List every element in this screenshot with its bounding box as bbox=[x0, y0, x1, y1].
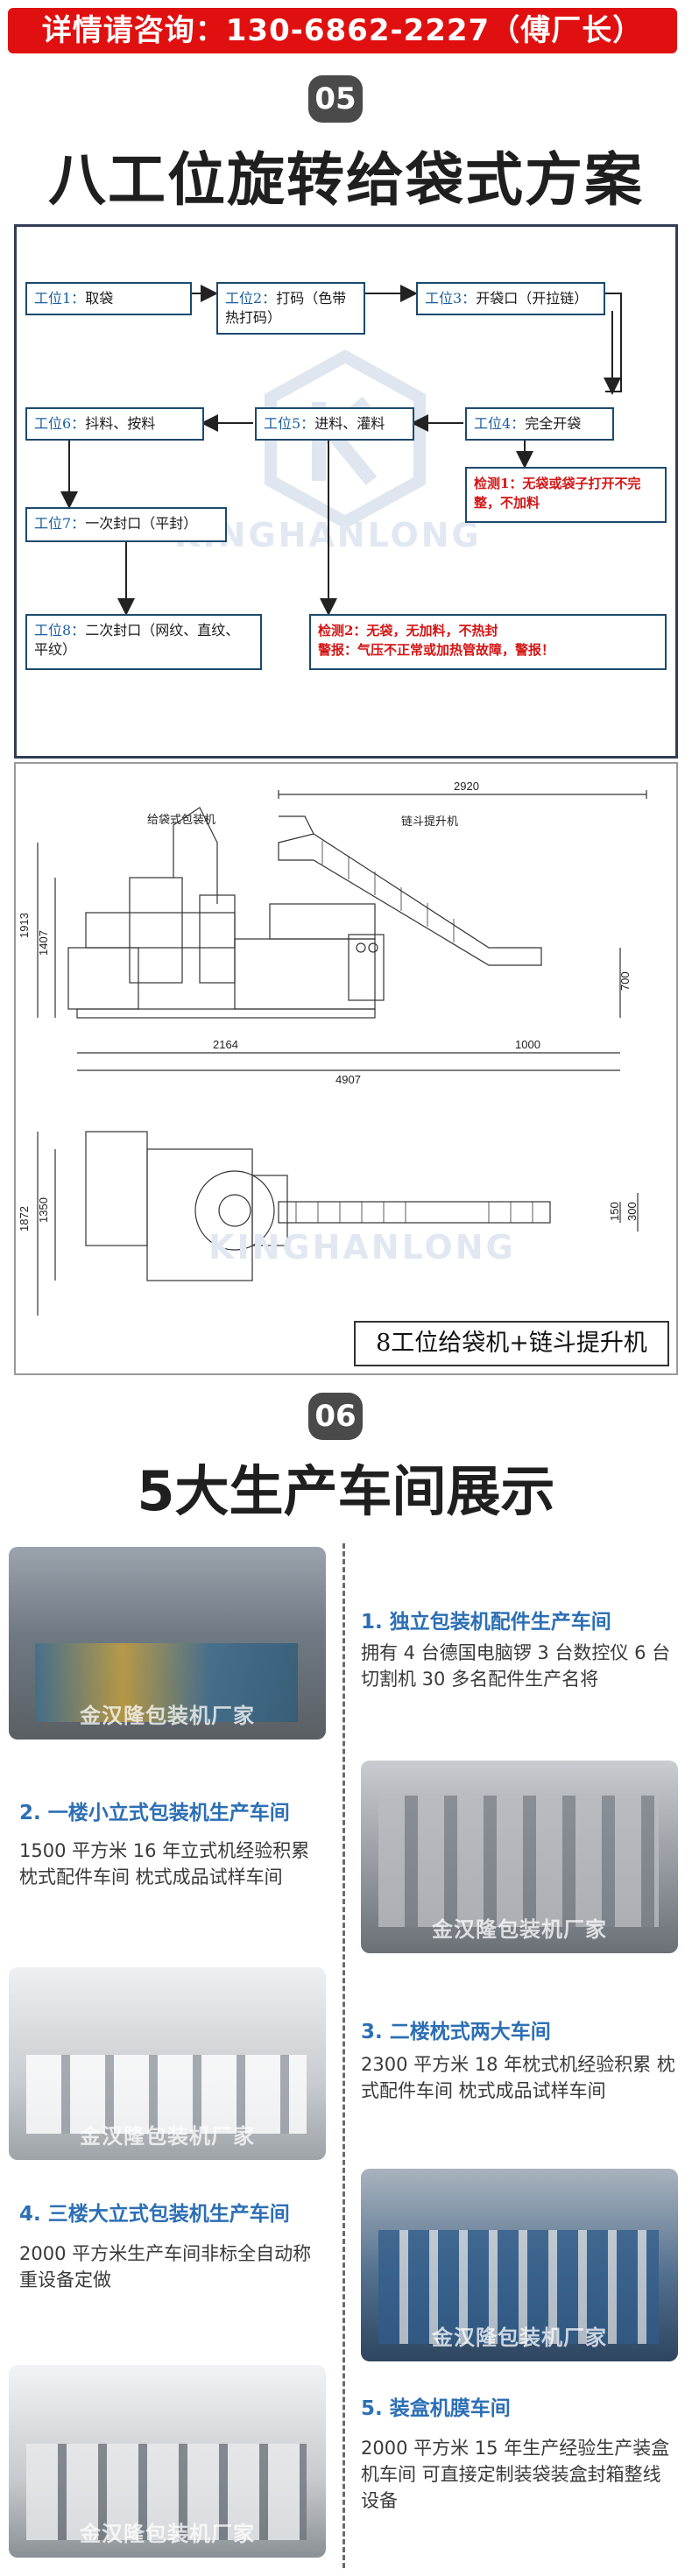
machine-layout-drawing: 给袋式包装机 链斗提升机 2920 1913 1407 700 2164 100… bbox=[14, 762, 678, 1375]
workshop-title-3: 3. 二楼枕式两大车间 bbox=[361, 2021, 551, 2043]
station-3-box: 工位3：开袋口（开拉链） bbox=[416, 282, 605, 315]
station-7-box: 工位7：一次封口（平封） bbox=[25, 507, 227, 542]
dim-4907: 4907 bbox=[335, 1073, 361, 1086]
station-4-box: 工位4：完全开袋 bbox=[465, 407, 614, 441]
workshop-photo-1: 金汉隆包装机厂家 bbox=[9, 1547, 326, 1740]
station-6-box: 工位6：抖料、按料 bbox=[25, 407, 204, 441]
section-title-rotary-bag: 八工位旋转给袋式方案 bbox=[48, 146, 644, 214]
dim-300: 300 bbox=[625, 1202, 639, 1221]
workshop-desc-2: 1500 平方米 16 年立式机经验积累枕式配件车间 枕式成品试样车间 bbox=[19, 1840, 310, 1888]
dim-150: 150 bbox=[608, 1202, 621, 1221]
workshop-desc-3: 2300 平方米 18 年枕式机经验积累 枕式配件车间 枕式成品试样车间 bbox=[361, 2054, 675, 2101]
station-1-box: 工位1：取袋 bbox=[25, 282, 192, 315]
dim-1000: 1000 bbox=[515, 1038, 540, 1051]
detection-1-box: 检测1：无袋或袋子打开不完整，不加料 bbox=[465, 467, 667, 523]
dim-1913: 1913 bbox=[18, 913, 31, 938]
workshop-title-1: 1. 独立包装机配件生产车间 bbox=[361, 1611, 611, 1634]
workshop-photo-2: 金汉隆包装机厂家 bbox=[361, 1761, 678, 1953]
workshop-desc-4: 2000 平方米生产车间非标全自动称重设备定做 bbox=[19, 2243, 312, 2290]
workshop-desc-1: 拥有 4 台德国电脑锣 3 台数控仪 6 台切割机 30 多名配件生产名将 bbox=[361, 1642, 671, 1690]
label-bucket-elevator: 链斗提升机 bbox=[401, 815, 458, 828]
station-5-box: 工位5：进料、灌料 bbox=[255, 407, 414, 441]
dim-1872: 1872 bbox=[18, 1206, 31, 1232]
timeline-divider bbox=[342, 1543, 345, 2568]
dim-700: 700 bbox=[618, 971, 632, 991]
flow-arrows bbox=[60, 285, 622, 616]
station-2-box: 工位2：打码（色带热打码） bbox=[216, 282, 365, 335]
contact-banner[interactable]: 详情请咨询：130-6862-2227（傅厂长） bbox=[8, 8, 677, 53]
brand-watermark-text-2: KINGHANLONG bbox=[208, 1228, 516, 1267]
workshop-title-4: 4. 三楼大立式包装机生产车间 bbox=[19, 2203, 290, 2226]
dim-2920: 2920 bbox=[454, 780, 479, 793]
label-bag-machine: 给袋式包装机 bbox=[147, 813, 215, 826]
workshop-title-2: 2. 一楼小立式包装机生产车间 bbox=[19, 1802, 290, 1824]
section-title-workshops: 5大生产车间展示 bbox=[137, 1459, 555, 1523]
machine-drawing-svg: 给袋式包装机 链斗提升机 2920 1913 1407 700 2164 100… bbox=[18, 780, 647, 1316]
section-number-06: 06 bbox=[308, 1393, 363, 1440]
section-number-05: 05 bbox=[308, 75, 363, 123]
station-8-box: 工位8：二次封口（网纹、直纹、平纹） bbox=[25, 614, 262, 670]
dim-1350: 1350 bbox=[37, 1197, 50, 1223]
drawing-caption: 8工位给袋机+链斗提升机 bbox=[354, 1321, 669, 1366]
detection-2-box: 检测2：无袋，无加料，不热封 警报：气压不正常或加热管故障，警报！ bbox=[309, 614, 667, 670]
workshop-desc-5: 2000 平方米 15 年生产经验生产装盒机车间 可直接定制装袋装盒封箱整线设备 bbox=[361, 2438, 670, 2511]
dim-1407: 1407 bbox=[37, 930, 50, 956]
workshop-photo-5: 金汉隆包装机厂家 bbox=[9, 2365, 326, 2558]
dim-2164: 2164 bbox=[213, 1038, 238, 1051]
workshop-photo-4: 金汉隆包装机厂家 bbox=[361, 2169, 678, 2361]
workshop-title-5: 5. 装盒机膜车间 bbox=[361, 2397, 511, 2420]
process-flow-diagram: KINGHANLONG 工位1：取袋 工位2：打码（色带热打码） 工位3：开袋口… bbox=[14, 224, 678, 759]
workshop-photo-3: 金汉隆包装机厂家 bbox=[9, 1967, 326, 2160]
